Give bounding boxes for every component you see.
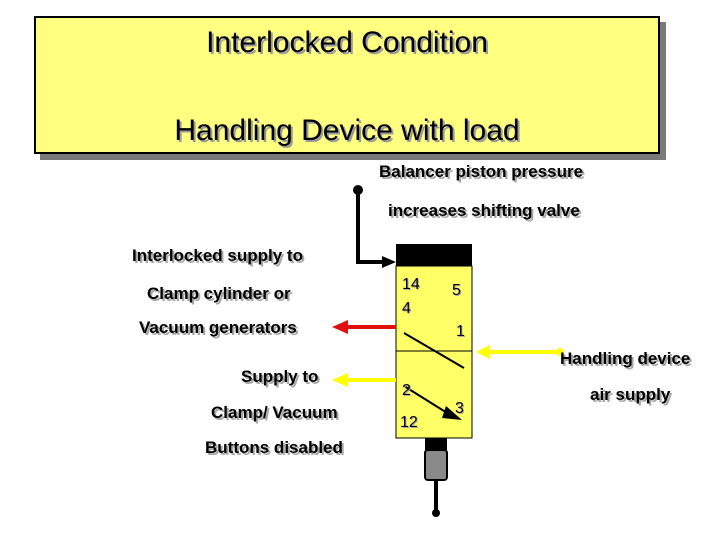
- port-14: 14: [402, 276, 420, 293]
- valve-flow-path-lower: [403, 385, 453, 417]
- title-box: Interlocked Condition Handling Device wi…: [34, 16, 660, 154]
- air-supply-arrowhead: [476, 345, 490, 359]
- port-12: 12: [400, 414, 418, 431]
- valve-cap: [396, 244, 472, 266]
- yellow-arrow-head: [332, 373, 348, 387]
- title-line-2: Handling Device with load: [174, 114, 520, 147]
- plunger-cap: [425, 438, 447, 450]
- supply-to-label: Supply to: [241, 367, 319, 386]
- port-3: 3: [455, 400, 464, 417]
- vacuum-generators-label: Vacuum generators: [139, 318, 297, 337]
- balancer-label-line-1: Balancer piston pressure: [379, 162, 584, 181]
- valve-flow-arrowhead: [442, 406, 462, 420]
- interlocked-supply-label: Interlocked supply to: [132, 246, 303, 265]
- title-line-1: Interlocked Condition: [206, 26, 488, 59]
- pilot-arrowhead: [382, 256, 396, 268]
- balancer-label-line-2: increases shifting valve: [388, 201, 580, 220]
- port-1: 1: [456, 323, 465, 340]
- pilot-line-end-dot: [353, 185, 363, 195]
- handling-device-label: Handling device: [560, 349, 691, 368]
- plunger-body: [424, 449, 448, 481]
- port-2: 2: [402, 382, 411, 399]
- red-arrow-head: [332, 320, 348, 334]
- air-supply-end-dot: [556, 348, 564, 356]
- air-supply-label: air supply: [590, 385, 671, 404]
- buttons-disabled-label: Buttons disabled: [205, 438, 343, 457]
- clamp-vacuum-label: Clamp/ Vacuum: [211, 403, 338, 422]
- clamp-cylinder-label: Clamp cylinder or: [147, 284, 291, 303]
- plunger-rod-end-dot: [432, 509, 440, 517]
- port-5: 5: [452, 282, 461, 299]
- pilot-line: [356, 190, 388, 264]
- valve-flow-path-upper: [403, 332, 465, 369]
- port-4: 4: [402, 300, 411, 317]
